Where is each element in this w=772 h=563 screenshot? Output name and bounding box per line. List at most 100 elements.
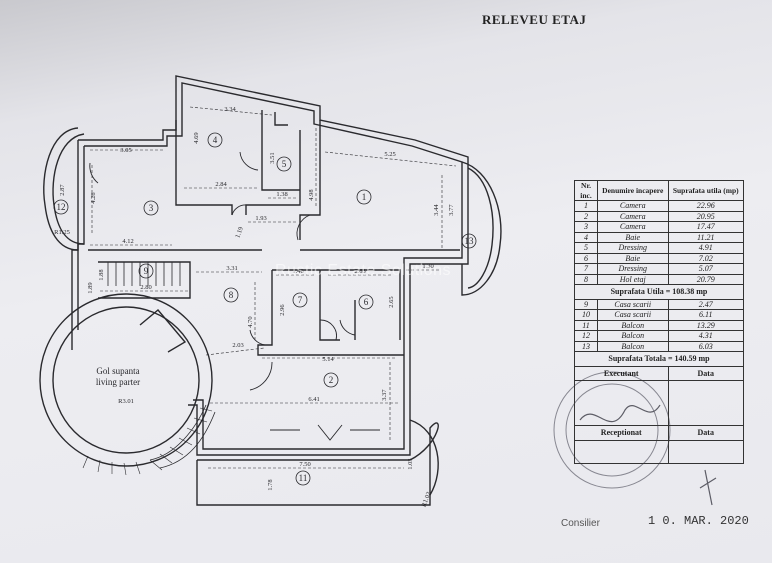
dim-331: 3.31 bbox=[226, 265, 237, 272]
row-suprafata: 6.11 bbox=[667, 309, 744, 321]
row-denumire: Balcon bbox=[597, 330, 669, 342]
dim-148: 1.48 bbox=[292, 268, 303, 275]
row-denumire: Baie bbox=[597, 252, 669, 264]
dim-193: 1.93 bbox=[255, 215, 266, 222]
dim-284: 2.84 bbox=[215, 181, 227, 188]
room-13-marker bbox=[461, 233, 477, 249]
dim-203: 2.03 bbox=[232, 342, 243, 349]
room-3-label: 3 bbox=[149, 203, 154, 213]
room-7-label: 7 bbox=[298, 295, 303, 305]
room-11-label: 11 bbox=[299, 473, 308, 483]
row-suprafata: 22.96 bbox=[667, 200, 744, 212]
stair-9-treads bbox=[107, 262, 181, 286]
row-suprafata: 4.31 bbox=[667, 330, 744, 342]
dim-337: 3.37 bbox=[381, 389, 388, 401]
dim-103: 1.03 bbox=[407, 458, 414, 469]
room-5-label: 5 bbox=[282, 159, 287, 169]
row-nr: 4 bbox=[574, 231, 598, 243]
dim-287: 2.87 bbox=[59, 184, 66, 196]
dim-428: 4.28 bbox=[90, 192, 97, 203]
room-1-marker bbox=[356, 189, 372, 205]
gol-label-line1: Gol supanta bbox=[96, 366, 139, 376]
room-4-label: 4 bbox=[213, 135, 218, 145]
radius-102: R1.02 bbox=[421, 491, 433, 508]
row-nr: 2 bbox=[574, 210, 598, 222]
col-suprafata: Suprafata utila (mp) bbox=[667, 180, 744, 201]
dim-525: 5.25 bbox=[384, 151, 395, 158]
dim-377: 3.77 bbox=[448, 204, 455, 216]
row-suprafata: 4.91 bbox=[667, 242, 744, 254]
gol-circle bbox=[39, 293, 213, 467]
row-nr: 6 bbox=[574, 252, 598, 264]
receptionat-date-header: Data bbox=[667, 425, 744, 441]
watermark: Rustic Estate Solutions bbox=[275, 262, 452, 279]
area-table: Nr. inc. Denumire incapere Suprafata uti… bbox=[574, 180, 744, 464]
row-nr: 1 bbox=[574, 200, 598, 212]
col-denumire: Denumire incapere bbox=[597, 180, 669, 201]
room-13-label: 13 bbox=[465, 236, 475, 246]
room-3-marker bbox=[143, 200, 159, 216]
dim-189: 1.89 bbox=[87, 282, 94, 293]
row-nr: 9 bbox=[574, 298, 598, 310]
dimension-lines bbox=[90, 106, 457, 469]
radius-125: R1.25 bbox=[54, 229, 70, 236]
dim-514: 5.14 bbox=[322, 356, 334, 363]
consilier-label: Consilier bbox=[561, 518, 600, 529]
room-5-marker bbox=[276, 156, 292, 172]
dim-296: 2.96 bbox=[279, 304, 286, 316]
room-7-marker bbox=[292, 292, 308, 308]
dim-750: 7.50 bbox=[299, 461, 310, 468]
dim-305: 3.05 bbox=[120, 147, 131, 154]
row-denumire: Balcon bbox=[597, 340, 669, 352]
row-suprafata: 2.47 bbox=[667, 298, 744, 310]
room-8-label: 8 bbox=[229, 290, 234, 300]
row-suprafata: 17.47 bbox=[667, 221, 744, 233]
row-nr: 10 bbox=[574, 309, 598, 321]
row-denumire: Camera bbox=[597, 221, 669, 233]
room-1-label: 1 bbox=[362, 192, 367, 202]
room-11-marker bbox=[295, 470, 311, 486]
row-denumire: Hol etaj bbox=[597, 273, 669, 285]
row-nr: 3 bbox=[574, 221, 598, 233]
spiral-stair-treads bbox=[82, 407, 213, 476]
dim-130: 1.30 bbox=[422, 263, 433, 270]
dim-412: 4.12 bbox=[122, 238, 133, 245]
room-2-marker bbox=[323, 372, 339, 388]
room-12-label: 12 bbox=[57, 202, 66, 212]
dim-351: 3.51 bbox=[269, 152, 276, 163]
row-suprafata: 5.07 bbox=[667, 263, 744, 275]
room-6-label: 6 bbox=[364, 297, 369, 307]
gol-label-line2: living parter bbox=[96, 377, 140, 387]
page-title: RELEVEU ETAJ bbox=[482, 12, 587, 27]
row-suprafata: 11.21 bbox=[667, 231, 744, 243]
row-denumire: Balcon bbox=[597, 319, 669, 331]
receptionat-signature bbox=[574, 439, 669, 464]
row-denumire: Baie bbox=[597, 231, 669, 243]
room-6-marker bbox=[358, 294, 374, 310]
room-12-marker bbox=[53, 199, 69, 215]
executant-signature bbox=[574, 380, 669, 426]
row-denumire: Casa scarii bbox=[597, 309, 669, 321]
row-suprafata: 13.29 bbox=[667, 319, 744, 331]
room-8-marker bbox=[223, 287, 239, 303]
row-nr: 8 bbox=[574, 273, 598, 285]
row-suprafata: 20.95 bbox=[667, 210, 744, 222]
dim-641: 6.41 bbox=[308, 396, 319, 403]
dim-334: 3.34 bbox=[224, 106, 236, 113]
row-nr: 11 bbox=[574, 319, 598, 331]
row-suprafata: 7.02 bbox=[667, 252, 744, 264]
row-denumire: Casa scarii bbox=[597, 298, 669, 310]
row-nr: 13 bbox=[574, 340, 598, 352]
row-denumire: Dressing bbox=[597, 242, 669, 254]
dim-470: 4.70 bbox=[247, 316, 254, 327]
radius-301: R3.01 bbox=[118, 398, 134, 405]
